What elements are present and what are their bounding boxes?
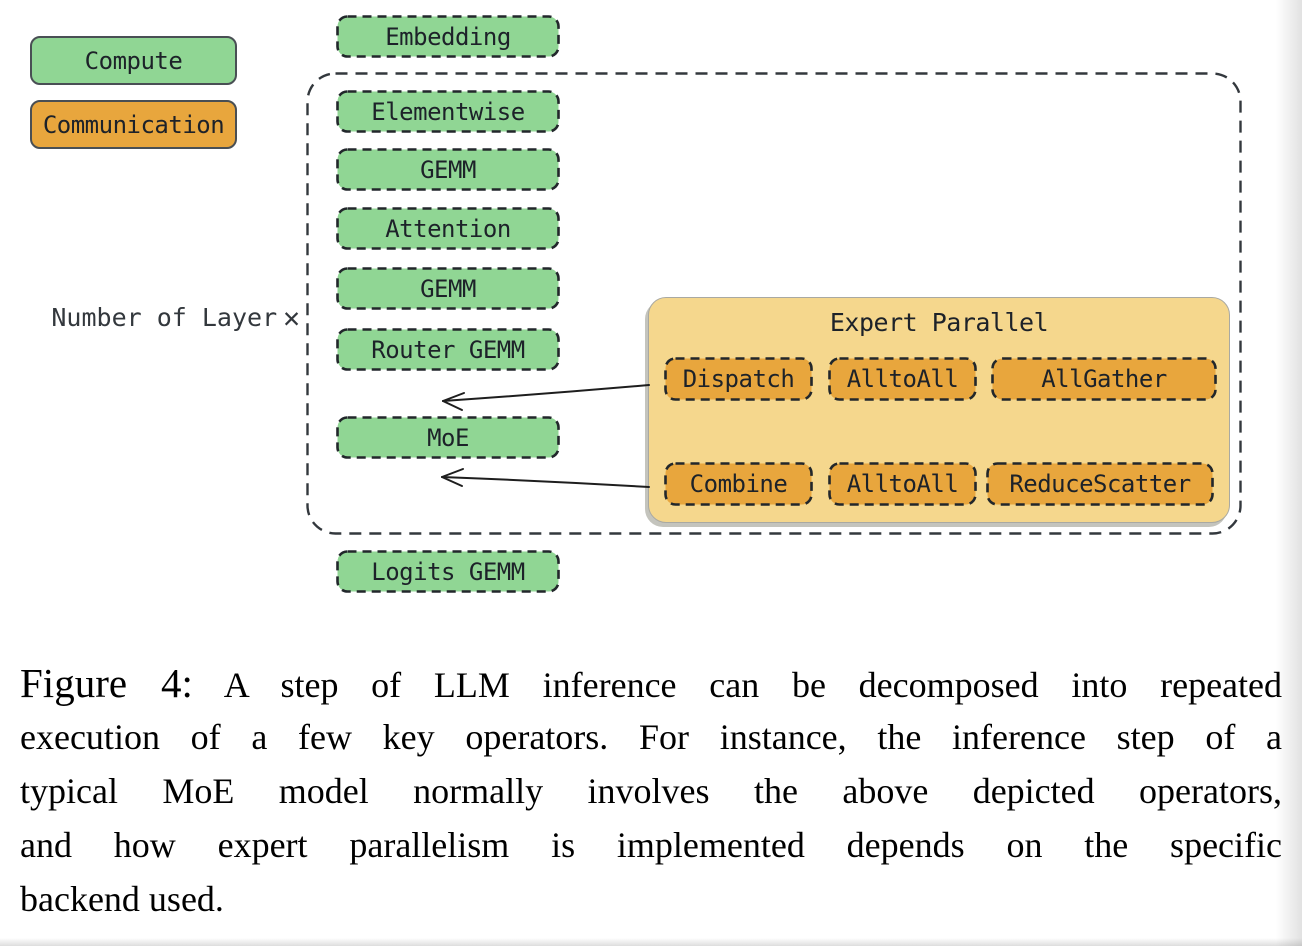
legend-compute: Compute xyxy=(30,36,237,85)
dashed-border xyxy=(664,462,813,506)
op-gemm-1-label: GEMM xyxy=(420,155,476,184)
op-alltoall-combine: AlltoAll xyxy=(828,462,977,506)
op-alltoall-dispatch-label: AlltoAll xyxy=(846,365,959,393)
page-edge-shadow-bottom xyxy=(0,938,1302,946)
op-dispatch: Dispatch xyxy=(664,357,813,401)
dashed-border xyxy=(828,357,977,401)
dashed-border xyxy=(336,90,560,133)
op-router-gemm: Router GEMM xyxy=(336,328,560,371)
op-allgather: AllGather xyxy=(991,357,1217,401)
legend-compute-label: Compute xyxy=(84,46,183,75)
dashed-border xyxy=(664,357,813,401)
op-router-gemm-label: Router GEMM xyxy=(371,335,525,364)
dashed-border xyxy=(336,416,560,459)
dashed-border xyxy=(828,462,977,506)
dashed-border xyxy=(991,357,1217,401)
layer-loop-container xyxy=(306,72,1242,535)
op-gemm-2-label: GEMM xyxy=(420,274,476,303)
dashed-border xyxy=(336,207,560,250)
op-dispatch-label: Dispatch xyxy=(682,365,795,393)
legend-communication: Communication xyxy=(30,100,237,149)
op-alltoall-combine-label: AlltoAll xyxy=(846,470,959,498)
op-reducescatter: ReduceScatter xyxy=(986,462,1214,506)
expert-parallel-title: Expert Parallel xyxy=(829,308,1049,337)
caption-label: Figure 4: xyxy=(20,660,193,706)
op-combine-label: Combine xyxy=(689,470,788,498)
op-gemm-2: GEMM xyxy=(336,267,560,310)
op-attention: Attention xyxy=(336,207,560,250)
caption-line: backend used. xyxy=(20,879,224,919)
caption-line: execution of a few key operators. For in… xyxy=(20,717,1282,757)
op-reducescatter-label: ReduceScatter xyxy=(1009,470,1191,498)
op-embedding-label: Embedding xyxy=(385,22,511,51)
caption-text: A step of LLM inference can be decompose… xyxy=(223,665,1283,705)
multiply-icon: ✕ xyxy=(283,300,300,334)
op-gemm-1: GEMM xyxy=(336,148,560,191)
op-moe-label: MoE xyxy=(427,423,469,452)
op-combine: Combine xyxy=(664,462,813,506)
expert-parallel-panel: Expert Parallel Dispatch AlltoAll AllGat… xyxy=(648,297,1230,523)
op-elementwise: Elementwise xyxy=(336,90,560,133)
op-alltoall-dispatch: AlltoAll xyxy=(828,357,977,401)
op-moe: MoE xyxy=(336,416,560,459)
page-edge-shadow-right xyxy=(1276,0,1302,946)
caption-line: Figure 4: A step of LLM inference can be… xyxy=(20,656,1282,710)
legend-communication-label: Communication xyxy=(42,110,225,139)
layer-count-text: Number of Layer xyxy=(51,303,278,332)
op-embedding: Embedding xyxy=(336,15,560,58)
dashed-border xyxy=(336,15,560,58)
caption-line: and how expert parallelism is implemente… xyxy=(20,825,1282,865)
op-logits-gemm-label: Logits GEMM xyxy=(371,557,525,586)
caption-line: typical MoE model normally involves the … xyxy=(20,771,1282,811)
dashed-border xyxy=(336,148,560,191)
dashed-border xyxy=(336,550,560,593)
dashed-border xyxy=(986,462,1214,506)
dashed-border xyxy=(336,267,560,310)
layer-count-label: Number of Layer ✕ xyxy=(46,303,300,332)
op-attention-label: Attention xyxy=(385,214,511,243)
dashed-border xyxy=(336,328,560,371)
figure-caption: Figure 4: A step of LLM inference can be… xyxy=(20,656,1282,926)
op-elementwise-label: Elementwise xyxy=(371,97,525,126)
op-allgather-label: AllGather xyxy=(1041,365,1167,393)
op-logits-gemm: Logits GEMM xyxy=(336,550,560,593)
